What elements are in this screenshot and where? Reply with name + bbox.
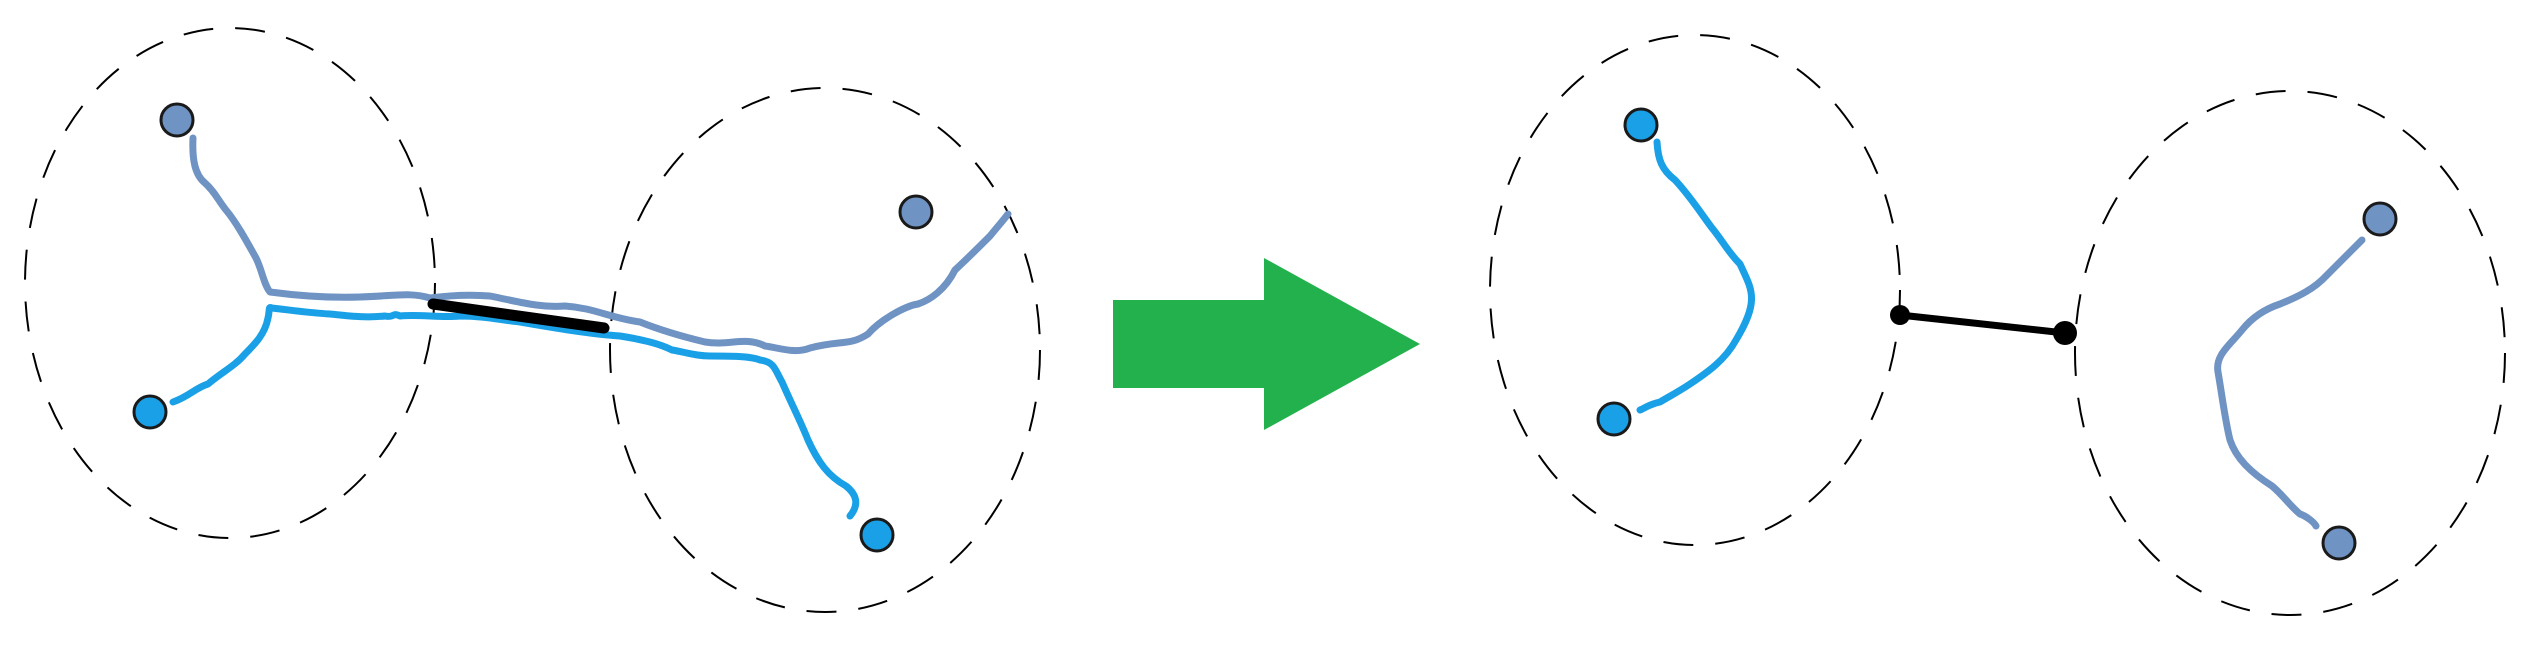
- node-steel-top-right: [898, 194, 934, 230]
- right-arrow-icon: [1113, 258, 1420, 430]
- light-path: [169, 304, 860, 520]
- after-right-cluster-boundary: [2074, 90, 2506, 616]
- after-node-light-top-left: [1623, 107, 1659, 143]
- after-node-steel-bottom-right: [2321, 525, 2357, 561]
- after-bridge-endpoint-right: [2053, 321, 2077, 345]
- bridge-edge: [427, 298, 610, 334]
- after-node-steel-top-right: [2362, 201, 2398, 237]
- after-left-path: [1636, 138, 1755, 414]
- after-bridge-endpoint-left: [1890, 305, 1910, 325]
- after-left-cluster-boundary: [1489, 34, 1901, 546]
- after-panel: [1489, 34, 2506, 616]
- steel-path: [189, 134, 1012, 355]
- after-right-path: [2214, 236, 2366, 530]
- node-light-bottom-left: [132, 394, 168, 430]
- after-node-light-bottom-left: [1596, 401, 1632, 437]
- left-cluster-boundary: [24, 27, 436, 539]
- right-cluster-boundary: [609, 87, 1041, 613]
- before-panel: [24, 27, 1041, 613]
- after-bridge-edge: [1896, 311, 2069, 337]
- node-steel-top-left: [159, 102, 195, 138]
- node-light-bottom-right: [859, 517, 895, 553]
